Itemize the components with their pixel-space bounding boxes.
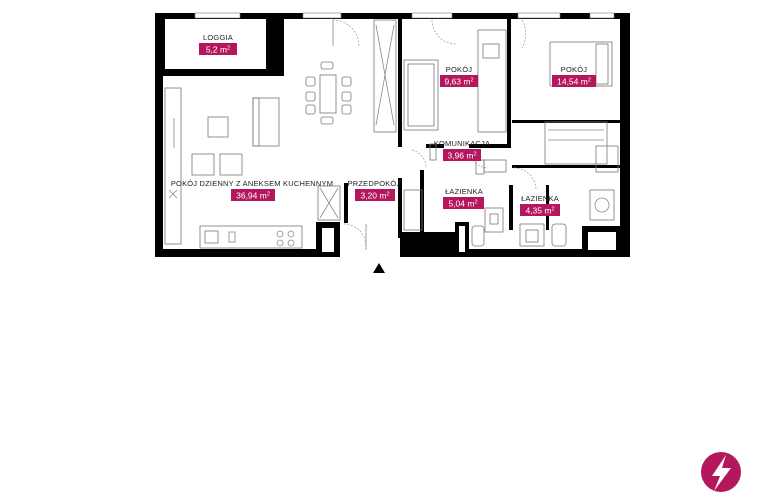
doors <box>332 19 537 250</box>
living-furniture <box>164 19 397 249</box>
windows <box>194 12 615 19</box>
brand-logo-icon <box>701 452 741 492</box>
area-value: 5,04 m2 <box>448 199 477 209</box>
room-loggia: LOGGIA 5,2 m2 <box>199 33 237 55</box>
room-large-furniture <box>544 41 619 173</box>
room-bathroom-b: ŁAZIENKA 4,35 m2 <box>520 194 560 216</box>
room-name: ŁAZIENKA <box>521 194 559 203</box>
bathroom-b-fixtures <box>519 189 615 247</box>
area-value: 3,96 m2 <box>447 151 476 161</box>
room-name: LOGGIA <box>203 33 233 42</box>
area-badge <box>520 204 560 216</box>
area-value: 3,20 m2 <box>360 191 389 201</box>
room-corridor: KOMUNIKACJA 3,96 m2 <box>434 139 490 161</box>
room-hallway: PRZEDPOKÓJ 3,20 m2 <box>348 179 401 201</box>
room-name: POKÓJ <box>561 65 587 74</box>
room-name: ŁAZIENKA <box>445 187 483 196</box>
entrance-arrow-icon <box>373 263 385 273</box>
room-name: PRZEDPOKÓJ <box>348 179 401 188</box>
area-badge <box>440 75 478 87</box>
area-value: 14,54 m2 <box>557 77 591 87</box>
area-badge <box>552 75 596 87</box>
area-badge <box>231 189 275 201</box>
outer-walls <box>155 13 630 257</box>
room-bedroom-large: POKÓJ 14,54 m2 <box>552 65 596 87</box>
bathroom-a-fixtures <box>471 207 504 247</box>
area-badge <box>443 149 481 161</box>
area-value: 4,35 m2 <box>525 206 554 216</box>
room-living-kitchen: POKÓJ DZIENNY Z ANEKSEM KUCHENNYM 36,94 … <box>171 179 333 201</box>
area-value: 9,63 m2 <box>444 77 473 87</box>
area-value: 5,2 m2 <box>206 45 230 55</box>
room-bedroom-small: POKÓJ 9,63 m2 <box>440 65 478 87</box>
room-name: POKÓJ DZIENNY Z ANEKSEM KUCHENNYM <box>171 179 333 188</box>
area-badge <box>443 197 484 209</box>
area-value: 36,94 m2 <box>236 191 270 201</box>
area-badge <box>355 189 395 201</box>
room-name: KOMUNIKACJA <box>434 139 490 148</box>
room-bathroom-a: ŁAZIENKA 5,04 m2 <box>443 187 484 209</box>
room-name: POKÓJ <box>446 65 472 74</box>
area-badge <box>199 43 237 55</box>
